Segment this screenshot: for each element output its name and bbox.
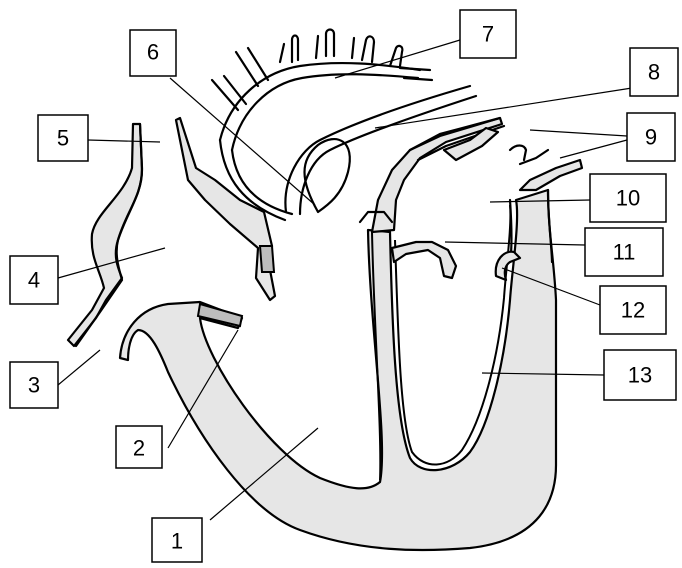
arch-branch-5: [400, 68, 432, 80]
label-6-text: 6: [147, 40, 159, 65]
label-13-text: 13: [628, 363, 652, 388]
label-4-text: 4: [28, 268, 40, 293]
leader-3: [58, 350, 100, 385]
label-1-text: 1: [171, 529, 183, 554]
right-atrium-valve-flap: [260, 246, 274, 272]
arch-branch-3: [352, 36, 374, 62]
leader-8: [375, 88, 632, 128]
label-4: 4: [10, 256, 58, 304]
label-11-text: 11: [613, 240, 636, 265]
label-10-text: 10: [616, 186, 640, 211]
label-7-text: 7: [482, 22, 494, 47]
label-2: 2: [116, 426, 162, 468]
arch-branch-2: [316, 30, 334, 59]
ventricle-walls: [120, 190, 556, 550]
arch-branch-4: [390, 46, 402, 66]
label-8-text: 8: [648, 60, 660, 85]
pulmonary-vein-right: [520, 160, 582, 190]
label-6: 6: [130, 30, 176, 76]
pulmonary-vein-small: [510, 146, 548, 165]
arch-branch-1: [280, 36, 298, 63]
label-10: 10: [590, 174, 666, 222]
label-13: 13: [604, 350, 676, 400]
label-12: 12: [600, 286, 666, 334]
label-9-text: 9: [645, 125, 657, 150]
label-12-text: 12: [621, 298, 645, 323]
label-3-text: 3: [28, 373, 40, 398]
leader-5: [88, 140, 160, 142]
label-3: 3: [10, 362, 58, 408]
label-8: 8: [630, 48, 678, 96]
label-11: 11: [585, 228, 663, 276]
leader-9b: [560, 140, 627, 158]
arch-branch-left-1: [212, 76, 246, 110]
label-5: 5: [38, 115, 88, 161]
label-1: 1: [152, 518, 202, 562]
leader-9a: [530, 130, 627, 136]
label-9: 9: [627, 113, 675, 161]
mitral-valve-left: [392, 242, 456, 278]
label-2-text: 2: [133, 436, 145, 461]
label-5-text: 5: [57, 126, 69, 151]
label-7: 7: [460, 10, 516, 58]
